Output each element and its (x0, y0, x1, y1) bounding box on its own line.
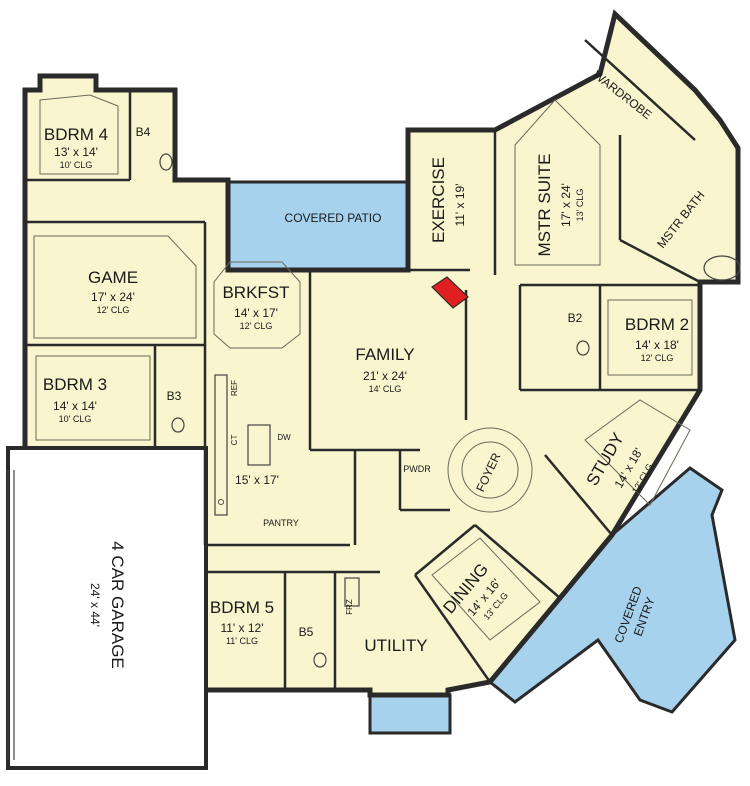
covered-patio-area (226, 180, 410, 272)
ct-label: CT (230, 435, 239, 446)
family-size: 21' x 24' (363, 369, 407, 383)
kitchen-size: 15' x 17' (235, 473, 279, 487)
family-clg: 14' CLG (369, 384, 402, 394)
bdrm5-clg: 11' CLG (226, 636, 258, 646)
covered-entry-area (487, 466, 737, 714)
dw-label: DW (277, 433, 291, 442)
b3-name: B3 (167, 389, 182, 403)
bdrm2-name: BDRM 2 (625, 315, 689, 334)
b5-name: B5 (299, 625, 314, 639)
mstr-suite-clg: 13' CLG (575, 189, 585, 222)
bdrm2-clg: 12' CLG (641, 353, 674, 363)
bdrm5-name: BDRM 5 (210, 598, 274, 617)
o-label: O (217, 499, 226, 505)
family-name: FAMILY (355, 345, 414, 364)
game-name: GAME (88, 268, 138, 287)
fixtures (159, 153, 741, 668)
exercise-name: EXERCISE (429, 157, 448, 243)
b4-name: B4 (136, 125, 151, 139)
pwdr-name: PWDR (403, 464, 431, 474)
bdrm3-name: BDRM 3 (43, 375, 107, 394)
bdrm3-size: 14' x 14' (53, 399, 97, 413)
garage-size: 24' x 44' (88, 583, 102, 627)
garage-name: 4 CAR GARAGE (108, 541, 127, 669)
fireplace-icon (431, 276, 469, 309)
frz-label: FRZ (345, 599, 354, 615)
bdrm2-size: 14' x 18' (635, 338, 679, 352)
bdrm3-clg: 10' CLG (59, 414, 92, 424)
brkfst-size: 14' x 17' (234, 306, 278, 320)
rear-porch-area (368, 693, 452, 735)
brkfst-clg: 12' CLG (240, 321, 273, 331)
ceiling-details (33, 94, 693, 641)
game-size: 17' x 24' (91, 290, 135, 304)
bdrm4-clg: 10' CLG (60, 160, 93, 170)
covered-patio-name: COVERED PATIO (285, 211, 382, 225)
b2-name: B2 (568, 311, 583, 325)
ref-label: REF (230, 380, 239, 396)
brkfst-name: BRKFST (222, 283, 289, 302)
covered-areas (226, 180, 737, 735)
garage-area (6, 446, 208, 770)
mstr-suite-name: MSTR SUITE (535, 154, 554, 257)
game-clg: 12' CLG (97, 305, 130, 315)
mstr-suite-size: 17' x 24' (559, 183, 573, 227)
bdrm4-size: 13' x 14' (54, 145, 98, 159)
bdrm5-size: 11' x 12' (220, 621, 263, 635)
interior-walls (25, 39, 701, 690)
utility-name: UTILITY (364, 636, 427, 655)
bdrm4-name: BDRM 4 (44, 125, 108, 144)
exercise-size: 11' x 19' (453, 183, 467, 226)
pantry-name: PANTRY (263, 518, 299, 528)
